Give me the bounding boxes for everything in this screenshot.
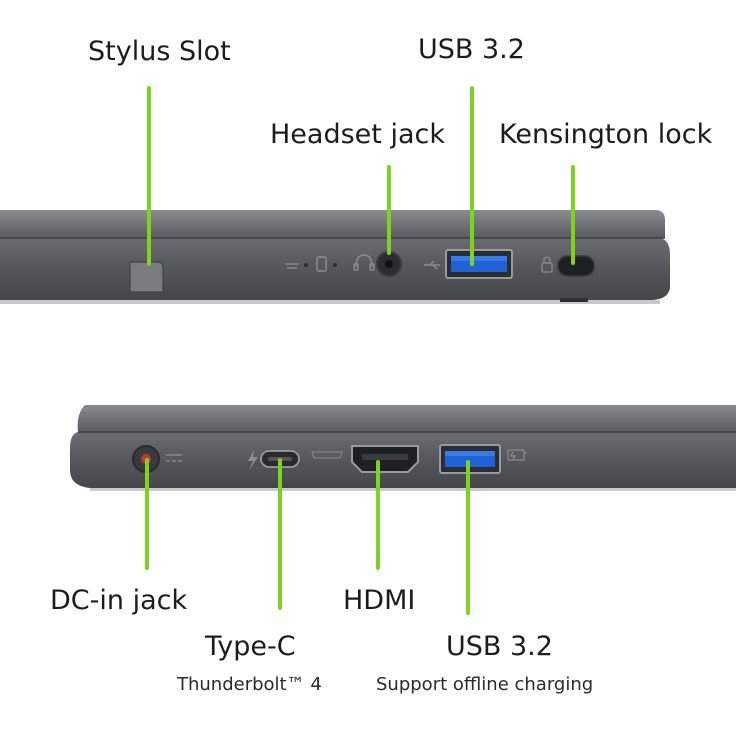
usb-a-port-top (445, 249, 513, 279)
usb-icon (424, 260, 440, 270)
label-hdmi: HDMI (343, 585, 416, 616)
power-indicator-icon (285, 263, 308, 269)
label-usb-top: USB 3.2 (418, 34, 525, 65)
kensington-lock-slot (557, 255, 595, 277)
laptop-left-side-view (0, 210, 670, 304)
label-offline-charging: Support offline charging (376, 674, 594, 695)
callout-line-dc-in (145, 458, 149, 570)
headset-icon (353, 254, 375, 271)
label-kensington-lock: Kensington lock (499, 119, 713, 150)
label-type-c: Type-C (205, 631, 296, 662)
label-thunderbolt: Thunderbolt™ 4 (177, 674, 322, 695)
headset-jack-port (376, 251, 402, 277)
usb-charging-icon (507, 449, 527, 461)
dc-power-icon (166, 454, 182, 462)
lock-icon (541, 256, 553, 273)
callout-line-hdmi (376, 460, 380, 570)
callout-line-headset (387, 165, 391, 255)
stylus-slot-port (129, 261, 164, 293)
callout-line-stylus (147, 86, 151, 266)
callout-line-usb-top (470, 86, 474, 266)
callout-line-kensington (571, 165, 575, 265)
thunderbolt-icon (248, 450, 258, 470)
callout-line-usb-bottom (466, 460, 470, 615)
label-usb-bottom: USB 3.2 (446, 631, 553, 662)
label-stylus-slot: Stylus Slot (88, 36, 231, 67)
battery-indicator-icon (316, 256, 337, 272)
label-headset-jack: Headset jack (270, 119, 445, 150)
callout-line-type-c (278, 458, 282, 610)
laptop-right-side-view (70, 405, 736, 491)
usb-a-port-bottom (439, 444, 501, 474)
label-dc-in-jack: DC-in jack (50, 585, 188, 616)
hdmi-icon (311, 451, 343, 459)
hdmi-port (351, 445, 419, 473)
